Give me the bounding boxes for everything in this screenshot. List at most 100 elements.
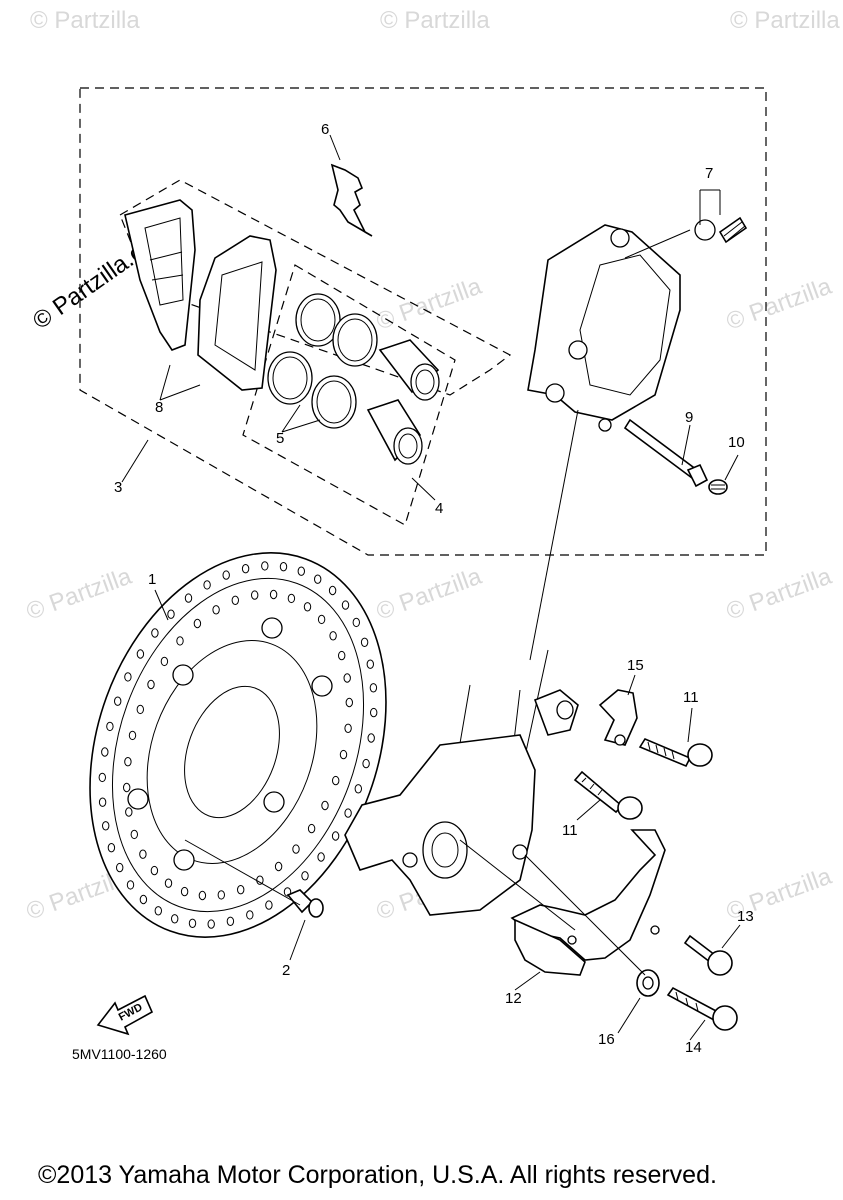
piston-seals — [267, 293, 378, 429]
disc-vent-hole — [151, 628, 159, 638]
disc-vent-hole — [329, 631, 337, 641]
disc-vent-hole — [360, 637, 369, 647]
callout-14: 14 — [685, 1039, 702, 1056]
disc-vent-hole — [269, 589, 278, 600]
disc-vent-hole — [352, 617, 360, 628]
disc-vent-hole — [147, 679, 155, 690]
disc-vent-hole — [338, 650, 346, 661]
disc-vent-hole — [341, 600, 350, 610]
disc-vent-hole — [123, 782, 131, 793]
disc-vent-hole — [160, 656, 169, 667]
callout-12: 12 — [505, 990, 522, 1007]
disc-vent-hole — [328, 585, 337, 596]
disc-vent-hole — [307, 823, 316, 834]
disc-vent-hole — [317, 852, 325, 862]
disc-vent-hole — [136, 649, 145, 659]
disc-vent-hole — [176, 636, 184, 646]
disc-vent-hole — [139, 894, 148, 905]
disc-vent-hole — [106, 721, 114, 732]
disc-vent-hole — [114, 696, 122, 706]
disc-vent-hole — [241, 564, 250, 574]
disc-vent-hole — [287, 593, 296, 604]
disc-vent-hole — [207, 919, 215, 929]
disc-vent-hole — [366, 659, 374, 669]
disc-vent-hole — [98, 797, 107, 807]
watermark: © Partzilla — [373, 563, 486, 626]
brake-pad-inner — [197, 235, 277, 391]
bleed-screw — [694, 216, 748, 244]
disc-vent-hole — [344, 808, 352, 818]
disc-vent-hole — [139, 849, 147, 859]
disc-vent-hole — [344, 723, 352, 733]
diagram-code: 5MV1100-1260 — [72, 1046, 167, 1062]
brake-pad-outer — [124, 199, 196, 351]
disc-vent-hole — [331, 831, 340, 841]
disc-vent-hole — [107, 843, 116, 853]
disc-vent-hole — [136, 704, 145, 715]
disc-vent-hole — [367, 733, 375, 743]
disc-vent-hole — [167, 609, 175, 619]
callout-2: 2 — [282, 962, 290, 979]
callout-6: 6 — [321, 121, 329, 138]
pad-spring — [330, 163, 373, 237]
disc-vent-hole — [283, 887, 292, 897]
disc-vent-hole — [279, 562, 288, 572]
disc-vent-hole — [274, 861, 283, 872]
disc-vent-hole — [369, 683, 378, 693]
front-fork-leg — [344, 649, 579, 916]
disc-vent-hole — [345, 697, 353, 708]
disc-vent-hole — [125, 807, 133, 817]
disc-vent-hole — [203, 580, 211, 590]
callout-11-upper: 11 — [683, 689, 699, 706]
copyright-notice: ©2013 Yamaha Motor Corporation, U.S.A. A… — [38, 1161, 717, 1189]
disc-vent-hole — [343, 673, 351, 683]
disc-vent-hole — [226, 916, 235, 926]
callout-13: 13 — [737, 908, 754, 925]
disc-vent-hole — [222, 570, 230, 580]
callout-5: 5 — [276, 430, 284, 447]
disc-vent-hole — [101, 747, 109, 757]
disc-vent-hole — [292, 844, 300, 854]
disc-vent-hole — [188, 918, 197, 928]
callout-15: 15 — [627, 657, 644, 674]
disc-bolt — [286, 889, 324, 918]
disc-vent-hole — [297, 566, 305, 576]
caliper-pin-bolt — [623, 418, 709, 488]
callout-10: 10 — [728, 434, 745, 451]
disc-vent-hole — [261, 561, 269, 571]
disc-vent-hole — [217, 890, 226, 900]
disc-vent-hole — [265, 900, 273, 910]
disc-vent-hole — [130, 829, 139, 840]
caliper-pin-cap — [708, 479, 728, 495]
callout-4: 4 — [435, 500, 443, 517]
disc-vent-hole — [370, 707, 378, 718]
disc-vent-hole — [317, 614, 326, 625]
disc-vent-hole — [212, 605, 220, 615]
disc-vent-hole — [354, 784, 362, 794]
pistons — [366, 339, 440, 465]
washer — [636, 969, 660, 997]
disc-vent-hole — [321, 800, 329, 811]
forward-arrow-icon: FWD — [96, 994, 154, 1036]
callout-11-lower: 11 — [562, 822, 578, 839]
disc-vent-hole — [246, 910, 254, 920]
caliper-assembly-outline — [79, 87, 767, 556]
callout-7: 7 — [705, 165, 713, 182]
disc-vent-hole — [314, 574, 322, 584]
guard-bolt-13 — [683, 934, 733, 976]
callout-8: 8 — [155, 399, 163, 416]
disc-vent-hole — [171, 914, 179, 924]
disc-vent-hole — [124, 757, 132, 767]
watermark: © Partzilla — [23, 563, 136, 626]
hose-guide — [598, 689, 638, 746]
callout-9: 9 — [685, 409, 693, 426]
disc-vent-hole — [164, 878, 173, 888]
disc-vent-hole — [98, 772, 107, 783]
callout-3: 3 — [114, 479, 122, 496]
watermark: © Partzilla — [723, 273, 836, 336]
disc-vent-hole — [339, 749, 348, 760]
disc-vent-hole — [150, 865, 159, 876]
disc-vent-hole — [180, 886, 189, 897]
leader-lines — [121, 134, 741, 1041]
disc-vent-hole — [154, 906, 163, 916]
